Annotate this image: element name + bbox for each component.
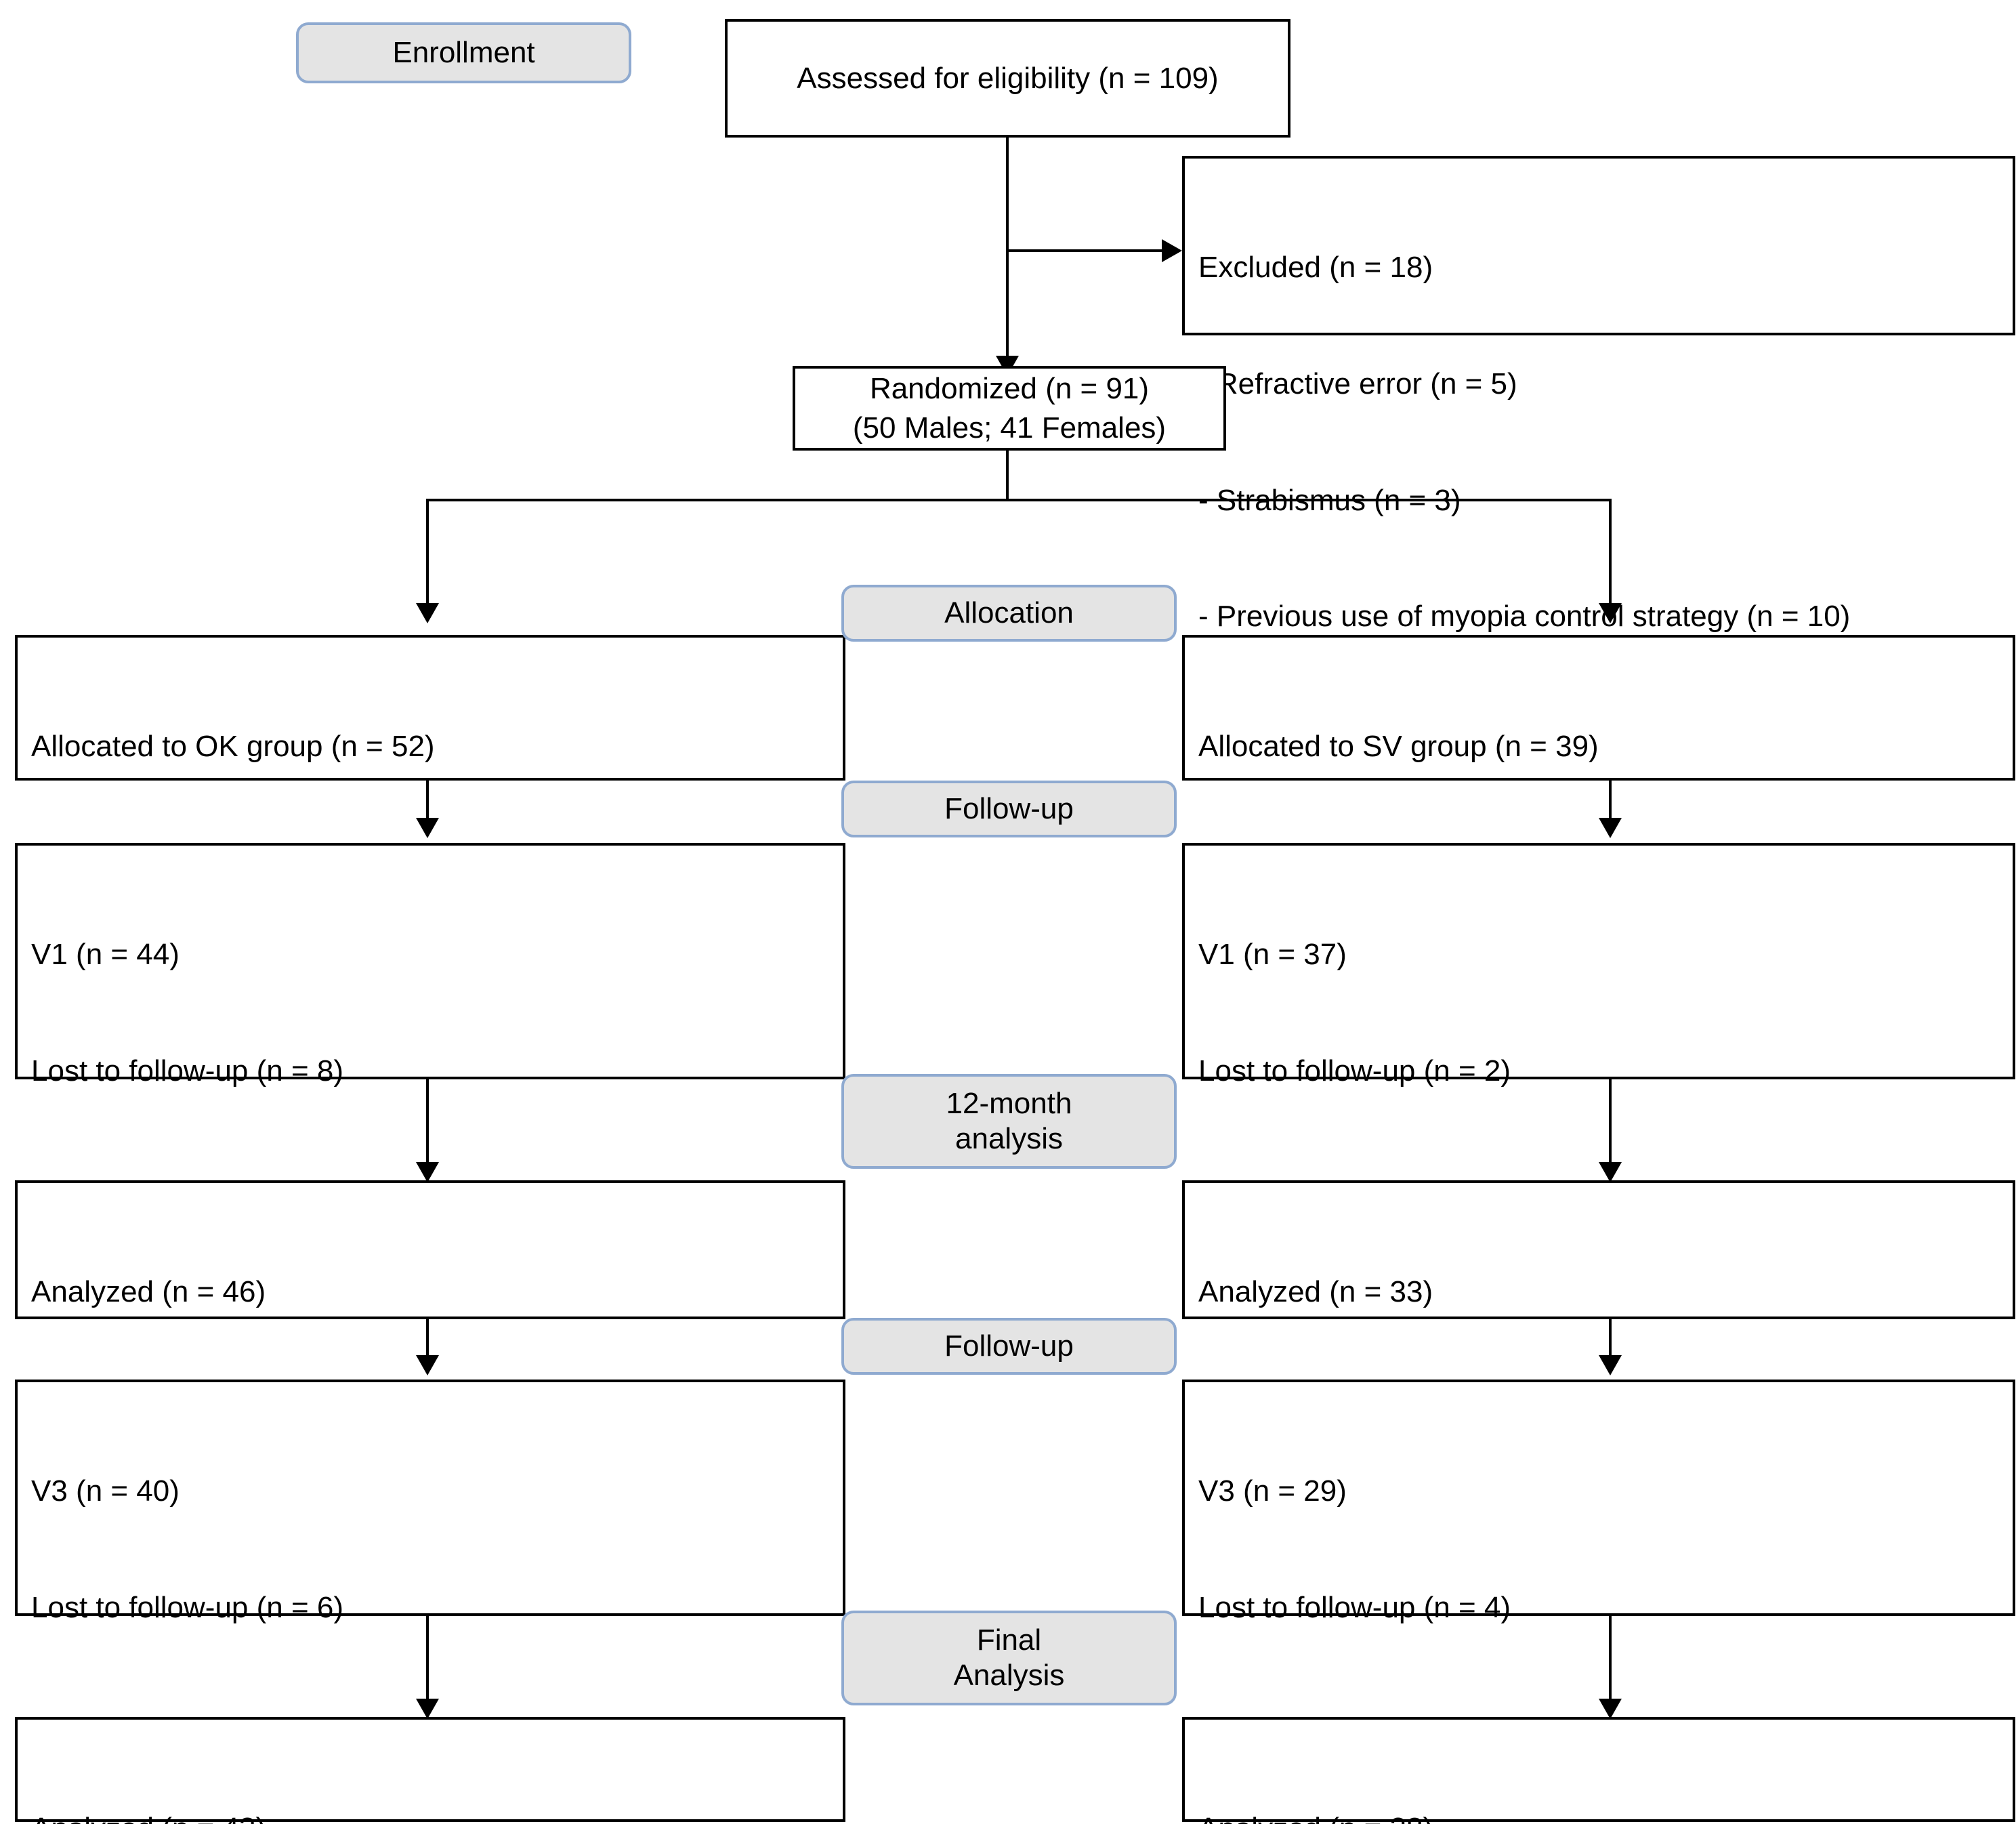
- stage-badge-followup-1: Follow-up: [841, 781, 1177, 837]
- sv-fu2-line-1: V3 (n = 29): [1198, 1474, 1347, 1508]
- connector-ok-alloc-to-fu1: [426, 781, 429, 825]
- box-assessed-for-eligibility: Assessed for eligibility (n = 109): [725, 19, 1290, 138]
- arrowhead-to-ok-allocation: [416, 603, 439, 623]
- connector-split-right-down: [1609, 499, 1612, 610]
- arrowhead-sv-fu2: [1599, 1355, 1622, 1375]
- arrowhead-ok-analysis12: [416, 1162, 439, 1182]
- arrowhead-ok-fu1: [416, 818, 439, 838]
- stage-badge-followup-2: Follow-up: [841, 1318, 1177, 1375]
- connector-split-horizontal: [426, 499, 1612, 501]
- ok-fu2-line-1: V3 (n = 40): [31, 1474, 180, 1508]
- sv-analysis12-line-1: Analyzed (n = 33): [1198, 1275, 1433, 1309]
- sv-fu1-line-2: Lost to follow-up (n = 2): [1198, 1054, 1511, 1087]
- box-ok-allocation: Allocated to OK group (n = 52) - 52 rece…: [15, 635, 845, 879]
- stage-badge-final-line-2: Analysis: [953, 1659, 1065, 1692]
- connector-sv-alloc-to-fu1: [1609, 781, 1612, 825]
- ok-analysis12-line-1: Analyzed (n = 46): [31, 1275, 266, 1309]
- sv-final-line-1: Analyzed (n = 28): [1198, 1809, 1999, 1824]
- stage-badge-allocation: Allocation: [841, 585, 1177, 642]
- arrowhead-to-sv-allocation: [1599, 603, 1622, 623]
- randomized-line-2: (50 Males; 41 Females): [852, 411, 1167, 444]
- connector-split-left-down: [426, 499, 429, 610]
- stage-badge-final-analysis: Final Analysis: [841, 1611, 1177, 1705]
- connector-randomized-down: [1006, 451, 1009, 501]
- box-sv-followup-1: V1 (n = 37) Lost to follow-up (n = 2) V2…: [1182, 843, 2015, 1436]
- stage-badge-enrollment: Enrollment: [296, 22, 631, 83]
- excluded-reason-1: - Refractive error (n = 5): [1198, 367, 1517, 400]
- box-ok-final-analysis: Analyzed (n = 43) - Excluded from analys…: [15, 1717, 845, 1824]
- stage-badge-followup-2-label: Follow-up: [944, 1329, 1074, 1363]
- connector-assessed-down: [1006, 138, 1009, 368]
- box-ok-followup-1: V1 (n = 44) Lost to follow-up (n = 8) V2…: [15, 843, 845, 1436]
- stage-badge-final-line-1: Final: [976, 1623, 1042, 1657]
- box-sv-analysis-12-month: Analyzed (n = 33) - Excluded from analys…: [1182, 1180, 2015, 1425]
- ok-final-line-1: Analyzed (n = 43): [31, 1809, 829, 1824]
- arrowhead-ok-final: [416, 1699, 439, 1719]
- ok-fu2-line-2: Lost to follow-up (n = 6): [31, 1590, 344, 1624]
- arrowhead-sv-analysis12: [1599, 1162, 1622, 1182]
- excluded-reason-3: - Previous use of myopia control strateg…: [1198, 600, 1851, 634]
- stage-badge-followup-1-label: Follow-up: [944, 792, 1074, 826]
- connector-ok-fu1-to-analysis12: [426, 1079, 429, 1171]
- connector-sv-fu2-to-final: [1609, 1616, 1612, 1707]
- arrowhead-sv-final: [1599, 1699, 1622, 1719]
- box-sv-final-analysis: Analyzed (n = 28) - Excluded from analys…: [1182, 1717, 2015, 1824]
- stage-badge-enrollment-label: Enrollment: [392, 36, 535, 70]
- box-ok-analysis-12-month: Analyzed (n = 46) - Excluded from analys…: [15, 1180, 845, 1425]
- connector-ok-analysis12-to-fu2: [426, 1319, 429, 1363]
- box-ok-followup-2: V3 (n = 40) Lost to follow-up (n = 6) V4…: [15, 1380, 845, 1824]
- excluded-title: Excluded (n = 18): [1198, 251, 1433, 285]
- arrowhead-sv-fu1: [1599, 818, 1622, 838]
- box-sv-allocation: Allocated to SV group (n = 39) - 39 rece…: [1182, 635, 2015, 879]
- randomized-line-1: Randomized (n = 91): [869, 372, 1150, 406]
- arrowhead-ok-fu2: [416, 1355, 439, 1375]
- ok-fu1-line-2: Lost to follow-up (n = 8): [31, 1054, 344, 1087]
- connector-to-excluded: [1007, 249, 1177, 252]
- ok-fu1-line-1: V1 (n = 44): [31, 938, 180, 972]
- sv-fu2-line-2: Lost to follow-up (n = 4): [1198, 1590, 1511, 1624]
- ok-allocation-line-1: Allocated to OK group (n = 52): [31, 730, 435, 764]
- stage-badge-12-month-line-1: 12-month: [946, 1087, 1072, 1121]
- sv-allocation-line-1: Allocated to SV group (n = 39): [1198, 730, 1599, 764]
- sv-fu1-line-1: V1 (n = 37): [1198, 938, 1347, 972]
- stage-badge-12-month-analysis: 12-month analysis: [841, 1074, 1177, 1169]
- arrowhead-to-excluded: [1162, 239, 1182, 262]
- assessed-label: Assessed for eligibility (n = 109): [797, 61, 1219, 95]
- box-randomized: Randomized (n = 91) (50 Males; 41 Female…: [793, 366, 1226, 451]
- stage-badge-12-month-line-2: analysis: [955, 1122, 1063, 1155]
- connector-sv-fu1-to-analysis12: [1609, 1079, 1612, 1171]
- stage-badge-allocation-label: Allocation: [944, 596, 1074, 630]
- connector-ok-fu2-to-final: [426, 1616, 429, 1707]
- connector-sv-analysis12-to-fu2: [1609, 1319, 1612, 1363]
- box-excluded: Excluded (n = 18) - Refractive error (n …: [1182, 156, 2015, 633]
- box-sv-followup-2: V3 (n = 29) Lost to follow-up (n = 4) V4…: [1182, 1380, 2015, 1824]
